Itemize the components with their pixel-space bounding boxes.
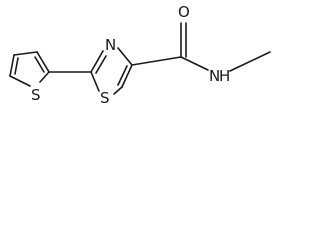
- thiophene-ring: [9, 51, 50, 87]
- bond-thiazole-c2-n3: [90, 50, 104, 73]
- bond-thiophene-c4-c5: [13, 51, 38, 56]
- bond-thiazole-n3-c4: [117, 47, 133, 66]
- bond-thiophene-c5-c1: [36, 51, 50, 73]
- bond-thiazole-c4-c5-double: [117, 65, 128, 86]
- bond-thiazole-s1-c2: [90, 71, 100, 92]
- atom-label-thiazole-nitrogen: N: [105, 36, 116, 54]
- bond-nitrogen-methyl: [229, 51, 271, 72]
- atom-label-amide-oxygen: O: [178, 3, 190, 21]
- carboxamide-group: [131, 22, 271, 72]
- bond-thiophene-c5-c1-double: [34, 56, 45, 73]
- atom-label-amide-nitrogen: N: [209, 67, 220, 85]
- thiazole-ring: [90, 47, 133, 95]
- bond-c4-carbonyl: [131, 56, 182, 66]
- bond-thiophene-c3-c4-double: [14, 57, 19, 75]
- bond-thiazole-c5-s1: [113, 86, 123, 95]
- atom-label-amide-hydrogen: H: [219, 67, 230, 85]
- bond-thiophene-c3-c4: [9, 54, 15, 77]
- atom-label-thiazole-sulfur: S: [100, 89, 110, 107]
- bond-thiophene-c1-s: [39, 71, 50, 83]
- chemical-structure-diagram: S S N O N H: [9, 3, 271, 107]
- bond-carbonyl-nitrogen: [180, 56, 209, 71]
- bond-thiazole-c4-c5: [121, 64, 133, 88]
- bond-thiophene-c2-c3: [9, 75, 31, 87]
- atom-label-thiophene-sulfur: S: [31, 86, 41, 104]
- bond-thiazole-c2-n3-double: [95, 55, 107, 74]
